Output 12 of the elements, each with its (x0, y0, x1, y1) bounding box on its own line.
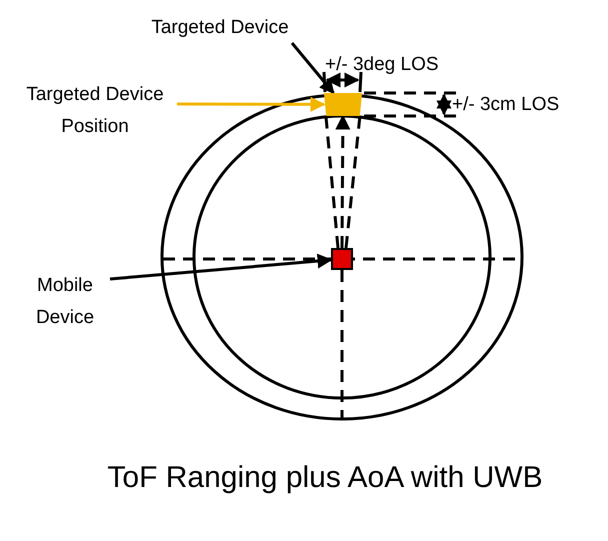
callout-text: Mobile Device (10, 270, 120, 334)
arrow (110, 254, 332, 280)
arrow (290, 42, 335, 94)
callout-text: Targeted Device Position (0, 79, 190, 143)
target-device-marker (324, 93, 362, 116)
mobile-device-marker (331, 248, 353, 270)
callout-text: Targeted Device (130, 12, 310, 44)
dimension-label: +/- 3cm LOS (452, 93, 560, 117)
arrow (324, 114, 362, 250)
arrow (177, 96, 326, 112)
caption: ToF Ranging plus AoA with UWB (106, 460, 544, 496)
dimension-label: +/- 3deg LOS (325, 53, 439, 77)
